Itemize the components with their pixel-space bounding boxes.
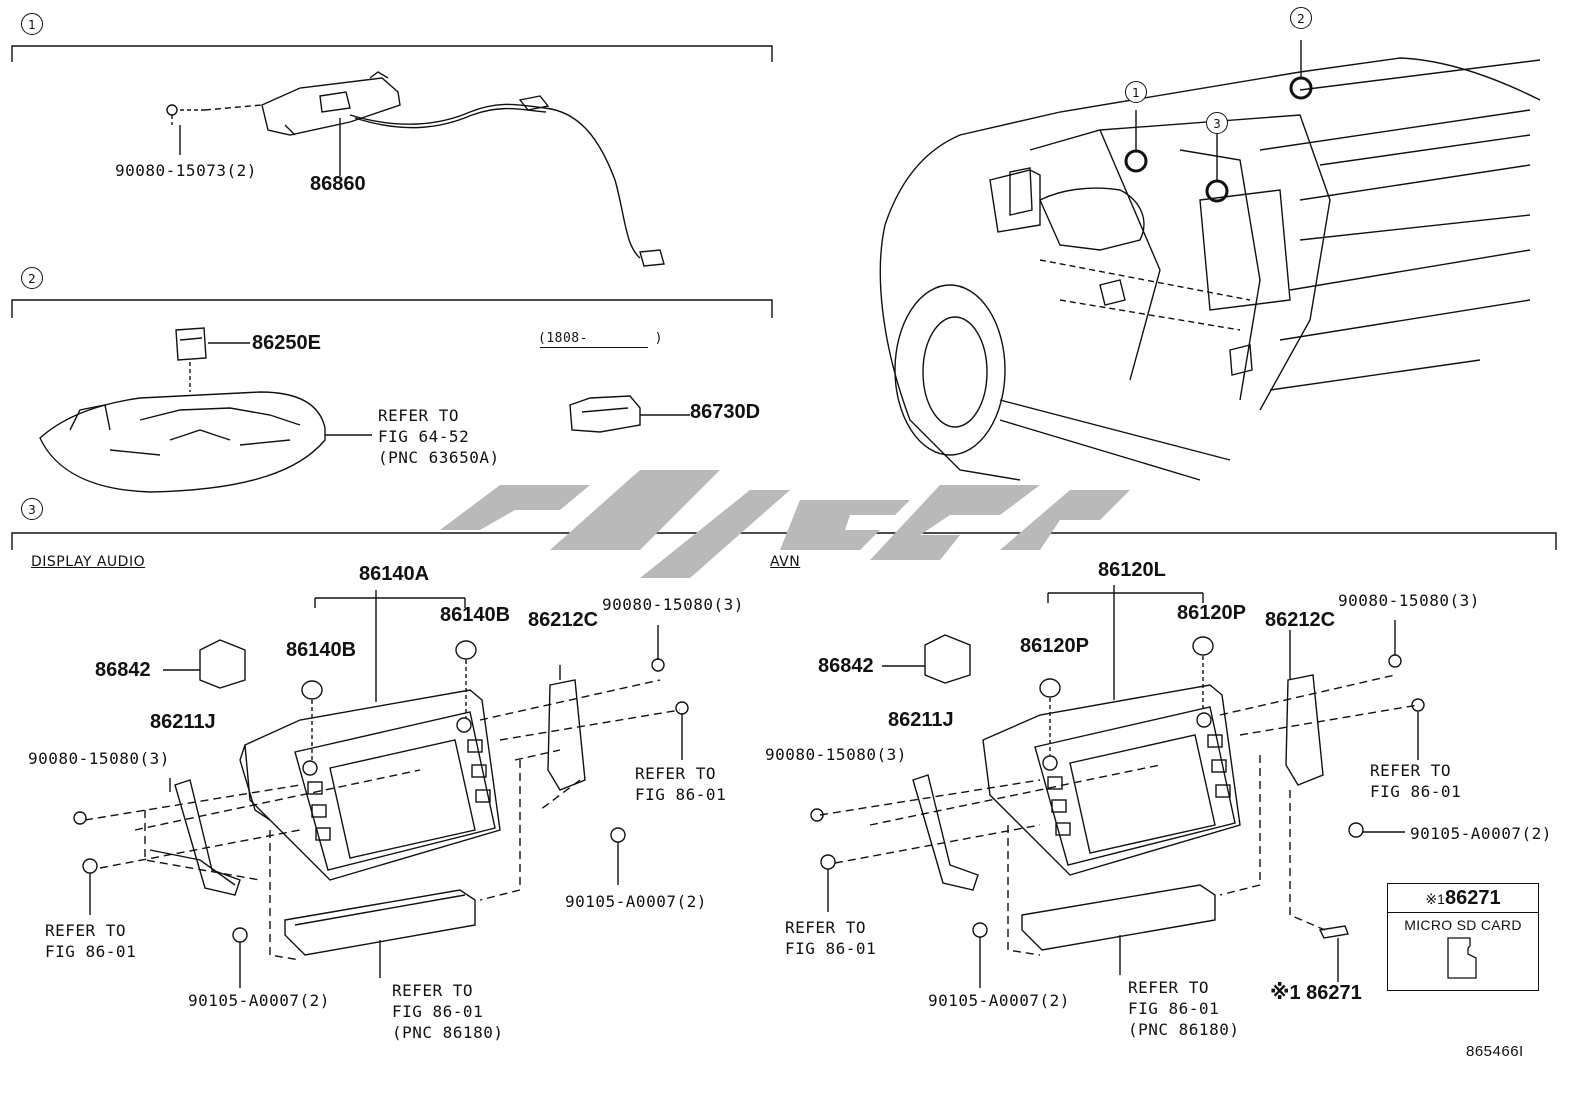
- sd-asterisk-note: ※1: [1425, 891, 1445, 907]
- screw-90105-A0007-bottom-avn-label: 90105-A0007(2): [928, 991, 1070, 1010]
- sensor-86860-drawing: [166, 71, 665, 267]
- sd-card-86271-label: ※1 86271: [1270, 982, 1362, 1004]
- knob-86140B-left-label: 86140B: [286, 639, 357, 661]
- display-audio-subtitle: DISPLAY AUDIO: [31, 554, 146, 570]
- knob-86140B-right-label: 86140B: [440, 604, 511, 626]
- unit-86120L-label: 86120L: [1098, 559, 1166, 581]
- overview-marker-3: 3: [1206, 112, 1228, 134]
- vehicle-overview-drawing: [879, 57, 1541, 481]
- sd-part-number: 86271: [1444, 887, 1501, 909]
- display-audio-drawing: [73, 590, 689, 988]
- bolt-90080-15073-label: 90080-15073(2): [115, 161, 257, 180]
- bracket-86212C-label: 86212C: [528, 609, 599, 631]
- avn-drawing: [810, 585, 1425, 988]
- bracket-86212C-avn-label: 86212C: [1265, 609, 1336, 631]
- figure-id-label: 865466I: [1466, 1043, 1524, 1060]
- refer-fig-86-01-left-avn-label: REFER TO FIG 86-01: [785, 918, 877, 958]
- micro-sd-card-box: ※186271 MICRO SD CARD: [1387, 883, 1539, 991]
- refer-pnc-86180-label: REFER TO FIG 86-01 (PNC 86180): [392, 981, 504, 1042]
- overhead-console-drawing: [39, 327, 690, 493]
- part-86860-label: 86860: [310, 173, 366, 195]
- date-range-underline: [540, 347, 648, 348]
- harness-86842-label: 86842: [95, 659, 151, 681]
- micro-sd-card-caption: MICRO SD CARD: [1404, 917, 1522, 933]
- avn-subtitle: AVN: [770, 554, 801, 570]
- screw-90105-A0007-right-avn-label: 90105-A0007(2): [1410, 824, 1552, 843]
- screw-90105-A0007-right-label: 90105-A0007(2): [565, 892, 707, 911]
- bracket-86211J-label: 86211J: [150, 711, 216, 733]
- harness-86842-avn-label: 86842: [818, 655, 874, 677]
- micro-sd-card-box-header: ※186271: [1388, 884, 1538, 913]
- unit-86140A-label: 86140A: [359, 563, 430, 585]
- refer-pnc-86180-avn-label: REFER TO FIG 86-01 (PNC 86180): [1128, 978, 1240, 1039]
- bolt-90080-15080-left-label: 90080-15080(3): [28, 749, 170, 768]
- micro-sd-card-icon: [1447, 937, 1477, 979]
- refer-fig-64-52-label: REFER TO FIG 64-52 (PNC 63650A): [378, 406, 500, 467]
- section-2-frame: [11, 299, 773, 318]
- knob-86120P-left-label: 86120P: [1020, 635, 1089, 657]
- knob-86120P-right-label: 86120P: [1177, 602, 1246, 624]
- date-range-label: (1808- ): [538, 331, 663, 346]
- switch-86250E-label: 86250E: [252, 332, 321, 354]
- screw-90105-A0007-bottom-label: 90105-A0007(2): [188, 991, 330, 1010]
- switch-86730D-label: 86730D: [690, 401, 761, 423]
- bolt-90080-15080-top-label: 90080-15080(3): [602, 595, 744, 614]
- watermark-logo: [440, 470, 1130, 578]
- section-1-marker: 1: [21, 13, 43, 35]
- overview-marker-1: 1: [1125, 81, 1147, 103]
- bracket-86211J-avn-label: 86211J: [888, 709, 954, 731]
- refer-fig-86-01-right-avn-label: REFER TO FIG 86-01: [1370, 761, 1462, 801]
- bolt-90080-15080-left-avn-label: 90080-15080(3): [765, 745, 907, 764]
- refer-fig-86-01-right-label: REFER TO FIG 86-01: [635, 764, 727, 804]
- bolt-90080-15080-top-avn-label: 90080-15080(3): [1338, 591, 1480, 610]
- section-3-marker: 3: [21, 498, 43, 520]
- section-1-frame: [11, 45, 773, 62]
- refer-fig-86-01-left-label: REFER TO FIG 86-01: [45, 921, 137, 961]
- section-2-marker: 2: [21, 267, 43, 289]
- section-3-frame: [11, 532, 1557, 550]
- overview-marker-2: 2: [1290, 7, 1312, 29]
